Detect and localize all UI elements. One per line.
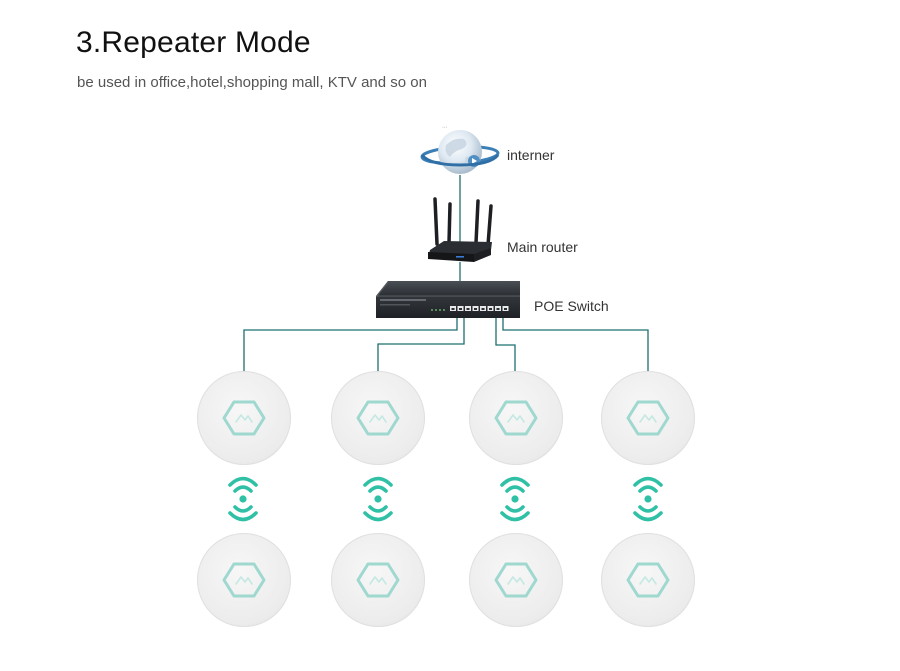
svg-text:•••: ••• xyxy=(442,125,448,129)
ceiling-access-point-icon xyxy=(601,533,695,627)
router-label: Main router xyxy=(507,239,578,255)
poe-switch-icon xyxy=(376,281,520,318)
wifi-signal-icon xyxy=(635,479,661,520)
globe-icon: ••• xyxy=(422,125,499,174)
ceiling-access-point-icon xyxy=(331,533,425,627)
ceiling-access-point-icon xyxy=(469,371,563,465)
ceiling-access-point-icon xyxy=(197,371,291,465)
wifi-signal-icon xyxy=(230,479,256,520)
wifi-signal-icon xyxy=(502,479,528,520)
ceiling-access-point-icon xyxy=(197,533,291,627)
cable-switch-ap-3 xyxy=(496,316,515,372)
cable-switch-ap-2 xyxy=(378,316,464,372)
wifi-signal-icon xyxy=(365,479,391,520)
cable-lines xyxy=(244,175,648,372)
ceiling-access-point-icon xyxy=(469,533,563,627)
switch-label: POE Switch xyxy=(534,298,609,314)
cable-switch-ap-4 xyxy=(503,316,648,372)
ceiling-access-point-icon xyxy=(601,371,695,465)
ceiling-access-point-icon xyxy=(331,371,425,465)
internet-label: interner xyxy=(507,147,555,163)
